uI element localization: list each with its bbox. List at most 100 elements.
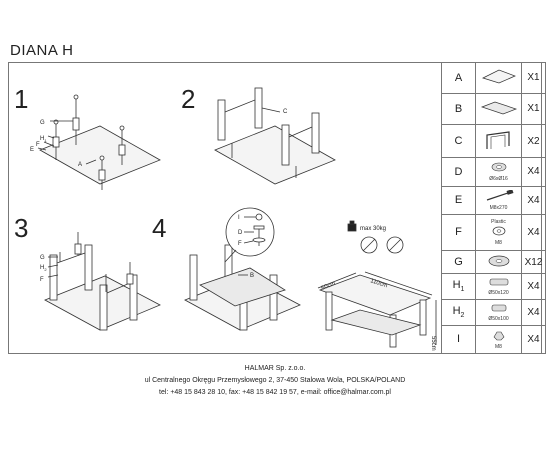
parts-row: H2 Ø50x100 X4 xyxy=(441,298,546,326)
bolt-icon xyxy=(486,188,513,201)
step4-legs xyxy=(189,244,278,331)
part-quantity: X4 xyxy=(521,298,546,326)
part-spec: M8 xyxy=(495,343,502,350)
part-letter: D xyxy=(441,157,476,187)
part-letter: H2 xyxy=(441,298,476,326)
spacer-long-icon xyxy=(489,278,508,286)
step1-label-e: E xyxy=(30,147,34,153)
part-picture xyxy=(475,249,522,275)
part-picture: Ø50x100 xyxy=(475,298,522,326)
cap-nut-icon xyxy=(493,331,504,341)
step1-label-h1: H1 xyxy=(40,136,47,143)
step-number-1: 1 xyxy=(14,84,29,114)
glass-shelf-icon xyxy=(480,101,517,115)
plastic-nut-icon xyxy=(492,226,505,236)
step3-label-g: G xyxy=(40,255,45,261)
step4-label-f: F xyxy=(238,241,242,247)
footer-address: ul Centralnego Okręgu Przemysłowego 2, 3… xyxy=(144,377,406,384)
step2-leg-frame-left xyxy=(217,87,263,141)
washer-icon xyxy=(491,163,506,172)
part-spec-top: Plastic xyxy=(491,218,506,225)
parts-row: H1 Ø50x120 X4 xyxy=(441,273,546,300)
part-picture: Ø6xØ16 xyxy=(475,157,522,187)
part-picture: Plastic M8 xyxy=(475,213,522,251)
dimension-width-line xyxy=(317,272,357,289)
part-spec: M8 xyxy=(495,239,502,246)
step4-shelf xyxy=(199,267,286,307)
step2-leg-frame-right xyxy=(281,112,320,166)
parts-row: D Ø6xØ16 X4 xyxy=(441,157,546,187)
step-number-2: 2 xyxy=(181,84,196,114)
product-title: DIANA H xyxy=(10,42,74,59)
glass-top-icon xyxy=(481,70,516,84)
parts-row: F Plastic M8 X4 xyxy=(441,213,546,251)
part-letter: C xyxy=(441,123,476,159)
step-number-4: 4 xyxy=(152,213,167,243)
step1-label-f: F xyxy=(36,142,40,148)
part-letter: E xyxy=(441,185,476,215)
step3-label-h2: H2 xyxy=(40,265,47,272)
dimension-length-label: 110cm xyxy=(369,278,388,289)
parts-row: I M8 X4 xyxy=(441,324,546,355)
part-picture xyxy=(475,123,522,159)
part-quantity: X4 xyxy=(521,157,546,187)
part-letter: F xyxy=(441,213,476,251)
part-spec: M8x270 xyxy=(489,204,508,211)
part-quantity: X4 xyxy=(521,324,546,355)
part-letter: A xyxy=(441,62,476,94)
parts-row: B X1 xyxy=(441,92,546,125)
step4-label-b: B xyxy=(250,273,254,279)
step2-glass-top xyxy=(214,125,336,185)
assembly-steps-drawing: G H1 F E A C G H2 F I D F B max 30kg 110… xyxy=(30,87,437,351)
part-quantity: X2 xyxy=(521,123,546,159)
part-quantity: X4 xyxy=(521,273,546,300)
step4-detail-parts xyxy=(252,213,266,246)
part-quantity: X1 xyxy=(521,92,546,125)
leg-frame-icon xyxy=(485,130,510,149)
step1-bolts xyxy=(52,94,126,190)
part-letter: B xyxy=(441,92,476,125)
footer-contact: tel: +48 15 843 28 10, fax: +48 15 842 1… xyxy=(159,389,391,396)
part-spec: Ø50x120 xyxy=(488,289,509,296)
spacer-short-icon xyxy=(491,304,506,312)
part-letter: H1 xyxy=(441,273,476,300)
parts-row: G X12 xyxy=(441,249,546,275)
finished-table-shelf xyxy=(330,309,422,336)
part-quantity: X12 xyxy=(521,249,546,275)
part-quantity: X4 xyxy=(521,185,546,215)
part-letter: G xyxy=(441,249,476,275)
suction-pad-icon xyxy=(488,255,509,266)
part-quantity: X4 xyxy=(521,213,546,251)
part-picture: M8 xyxy=(475,324,522,355)
parts-row: E M8x270 X4 xyxy=(441,185,546,215)
part-picture xyxy=(475,92,522,125)
step1-label-g: G xyxy=(40,120,45,126)
weight-limit-label: max 30kg xyxy=(360,226,386,232)
dimension-width-label: 60cm xyxy=(321,281,337,292)
part-picture xyxy=(475,62,522,94)
step4-label-i: I xyxy=(238,215,240,221)
parts-row: C X2 xyxy=(441,123,546,159)
part-picture: M8x270 xyxy=(475,185,522,215)
dimension-length-line xyxy=(364,271,433,296)
part-spec: Ø6xØ16 xyxy=(489,176,508,183)
parts-row: A X1 xyxy=(441,62,546,94)
part-letter: I xyxy=(441,324,476,355)
step4-label-d: D xyxy=(238,230,243,236)
footer-company: HALMAR Sp. z.o.o. xyxy=(244,365,306,372)
part-picture: Ø50x120 xyxy=(475,273,522,300)
step3-legs xyxy=(49,244,138,331)
dimension-height-label: 55cm xyxy=(430,336,436,351)
finished-table-top xyxy=(318,274,432,316)
parts-list: A X1 B X1 C X2 D xyxy=(441,62,546,355)
step-number-3: 3 xyxy=(14,213,29,243)
step2-label-c: C xyxy=(283,109,288,115)
step-annotations: G H1 F E A C G H2 F I D F B max 30kg 110… xyxy=(30,109,436,351)
step3-label-f: F xyxy=(40,277,44,283)
part-spec: Ø50x100 xyxy=(488,315,509,322)
weight-icon xyxy=(347,220,357,232)
step3-spacers xyxy=(59,232,134,292)
step1-label-a: A xyxy=(78,162,82,168)
part-quantity: X1 xyxy=(521,62,546,94)
step1-glass-top xyxy=(39,125,161,185)
